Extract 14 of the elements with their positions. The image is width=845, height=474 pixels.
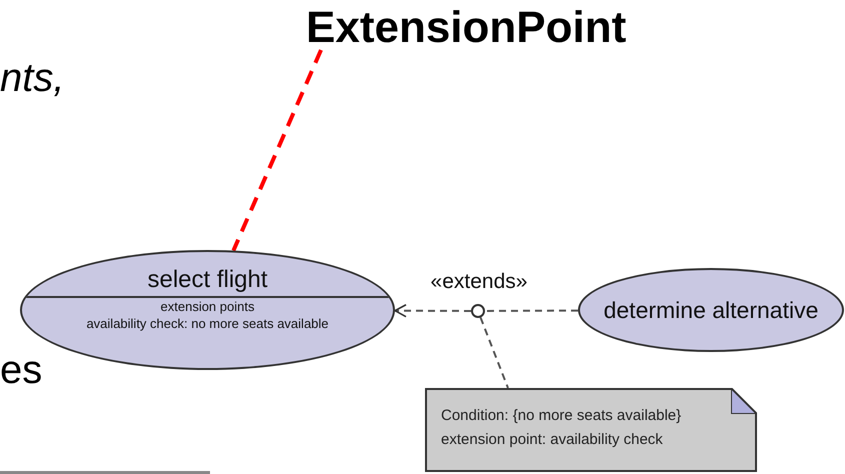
extension-point-text: availability check: no more seats available	[86, 315, 329, 332]
callout-label: ExtensionPoint	[306, 2, 698, 54]
dashed-connector	[394, 304, 471, 318]
note-text: extension point: availability check	[441, 430, 664, 450]
use-case-name: select flight	[147, 268, 268, 292]
note-text: Condition: {no more seats available}	[441, 406, 682, 426]
dashed-connector	[480, 317, 509, 388]
note-box	[425, 388, 757, 472]
slide-text-fragment: es	[0, 350, 42, 390]
dashed-connector	[485, 310, 578, 312]
slide-text-fragment: nts,	[0, 58, 64, 98]
use-case-name: determine alternative	[604, 298, 818, 322]
compartment-heading: extension points	[160, 298, 254, 315]
leader-line	[232, 49, 323, 252]
